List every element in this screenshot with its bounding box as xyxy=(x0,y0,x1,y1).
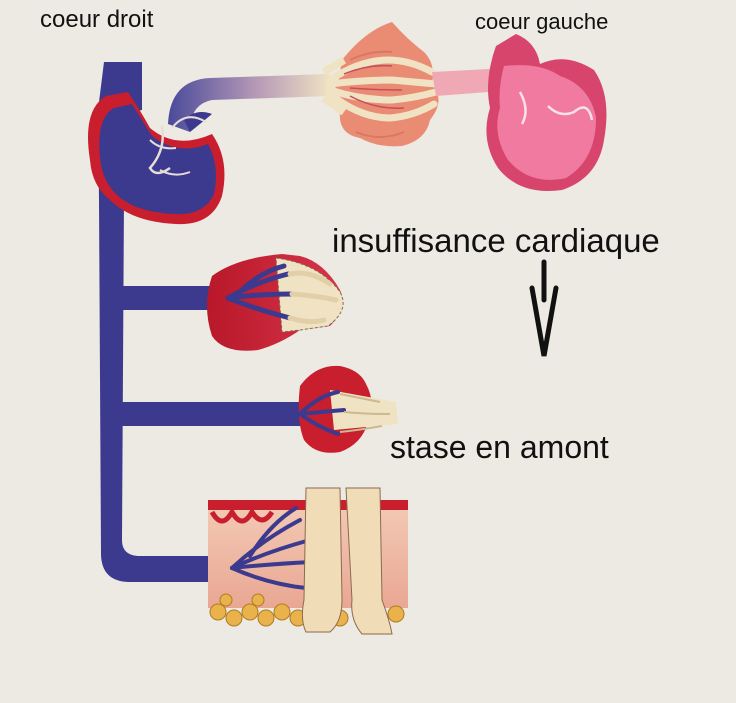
consequence-label: stase en amont xyxy=(390,429,609,465)
branch-to-kidney xyxy=(118,402,303,426)
condition-label: insuffisance cardiaque xyxy=(332,222,660,259)
left-heart xyxy=(486,34,607,192)
pulmonary-artery xyxy=(168,74,330,132)
left-leg xyxy=(301,487,343,633)
right-heart-label: coeur droit xyxy=(40,6,154,33)
right-leg xyxy=(345,487,393,635)
legs-tissue xyxy=(208,487,408,635)
kidney xyxy=(298,365,398,453)
down-arrow-icon xyxy=(529,259,559,357)
lungs xyxy=(321,22,440,147)
liver xyxy=(207,254,344,351)
right-heart xyxy=(88,92,225,225)
left-heart-label: coeur gauche xyxy=(475,9,609,34)
